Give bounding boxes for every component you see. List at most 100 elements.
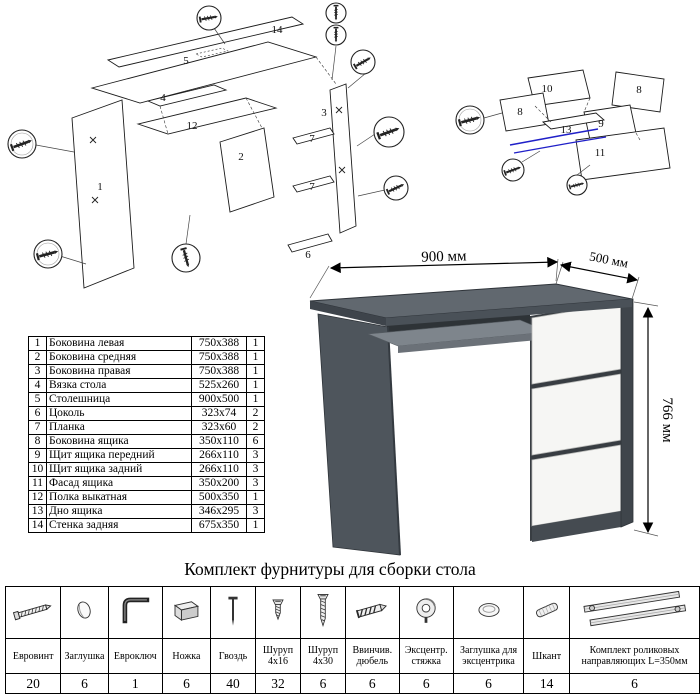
parts-cell-size: 675х350 xyxy=(191,518,247,533)
fastener-callout xyxy=(171,243,201,273)
plinth xyxy=(532,511,621,542)
panel-middle-side xyxy=(219,127,275,213)
panel-plank-2 xyxy=(292,175,335,193)
icon-cam-cap xyxy=(452,586,525,639)
part-label-8b: 8 xyxy=(517,106,523,118)
icon-hexkey xyxy=(107,586,163,639)
hardware-item-label: Ножка xyxy=(161,638,212,674)
parts-cell-size: 346х295 xyxy=(191,504,247,519)
panel-plinth xyxy=(287,233,333,253)
parts-cell-num: 13 xyxy=(28,504,47,519)
icon-leg xyxy=(161,586,212,639)
parts-cell-name: Боковина левая xyxy=(46,336,192,351)
icon-screw-long xyxy=(300,586,346,639)
desktop-front-edge xyxy=(386,299,632,326)
hardware-item-label: Гвоздь xyxy=(210,638,256,674)
parts-cell-num: 11 xyxy=(28,476,47,491)
leader-lines xyxy=(35,27,386,265)
part-label-1: 1 xyxy=(97,181,103,193)
fastener-callout xyxy=(373,116,405,148)
icon-nail xyxy=(210,586,256,639)
drawer-bottom xyxy=(541,112,606,130)
hardware-item-label: Шуруп 4х30 xyxy=(300,638,346,674)
parts-cell-name: Фасад ящика xyxy=(46,476,192,491)
hardware-item-qty: 1 xyxy=(107,673,163,694)
fastener-callout xyxy=(566,174,588,196)
icon-cap xyxy=(60,586,109,639)
fastener-callout xyxy=(7,129,37,159)
icon-cam xyxy=(398,586,454,639)
right-side-panel xyxy=(620,298,634,528)
parts-cell-num: 9 xyxy=(28,448,47,463)
fastener-callout xyxy=(455,105,485,135)
hardware-item-qty: 6 xyxy=(161,673,212,694)
parts-cell-size: 350х110 xyxy=(191,434,247,449)
hardware-icon-row xyxy=(4,586,700,639)
icon-shkant xyxy=(523,586,571,639)
part-label-6: 6 xyxy=(305,249,311,261)
runner-position-line xyxy=(513,136,607,154)
drawer-side-left xyxy=(499,92,550,132)
width-dimension-label: 900 мм xyxy=(421,250,467,266)
parts-cell-qty: 2 xyxy=(246,406,265,421)
desktop-left-edge xyxy=(310,301,386,326)
panel-back-wall xyxy=(106,16,305,68)
parts-cell-qty: 1 xyxy=(246,490,265,505)
parts-cell-name: Боковина правая xyxy=(46,364,192,379)
hardware-item-qty: 6 xyxy=(398,673,454,694)
parts-cell-num: 1 xyxy=(28,336,47,351)
parts-cell-qty: 3 xyxy=(246,504,265,519)
drawer-facade xyxy=(575,127,671,181)
hardware-item-label: Шкант xyxy=(523,638,571,674)
parts-cell-qty: 3 xyxy=(246,476,265,491)
height-dimension-label: 766 мм xyxy=(659,397,675,443)
part-label-4: 4 xyxy=(160,92,166,104)
exploded-view-desk: 14 5 4 12 2 1 3 7 7 6 xyxy=(7,2,409,289)
runner-position-line xyxy=(509,128,599,146)
parts-cell-size: 900х500 xyxy=(191,392,247,407)
icon-euroscrew xyxy=(4,586,62,639)
parts-cell-qty: 1 xyxy=(246,350,265,365)
hardware-item-label: Евроключ xyxy=(107,638,163,674)
hardware-item-qty: 6 xyxy=(452,673,525,694)
part-label-14: 14 xyxy=(272,24,284,36)
exploded-view-drawers: 10 8 8 9 13 11 xyxy=(455,69,671,196)
parts-cell-qty: 2 xyxy=(246,420,265,435)
parts-cell-num: 6 xyxy=(28,406,47,421)
width-dimension-line xyxy=(329,256,559,274)
keyboard-tray-edge xyxy=(398,332,549,353)
part-label-13: 13 xyxy=(561,124,573,136)
depth-dimension-label: 500 мм xyxy=(588,250,629,271)
fastener-callout xyxy=(501,158,525,182)
part-label-11: 11 xyxy=(595,147,606,159)
parts-cell-name: Планка xyxy=(46,420,192,435)
parts-cell-name: Щит ящика задний xyxy=(46,462,192,477)
fastener-callout xyxy=(33,239,63,269)
part-label-7b: 7 xyxy=(309,181,315,193)
hardware-item-qty: 6 xyxy=(569,673,700,694)
parts-cell-name: Дно ящика xyxy=(46,504,192,519)
fastener-callout xyxy=(383,175,409,201)
hardware-item-label: Шуруп 4х16 xyxy=(255,638,301,674)
part-label-2: 2 xyxy=(238,151,244,163)
part-label-10: 10 xyxy=(542,83,554,95)
panel-tray xyxy=(136,97,278,135)
parts-cell-size: 750х388 xyxy=(191,350,247,365)
part-label-5: 5 xyxy=(183,55,189,67)
parts-cell-size: 323х60 xyxy=(191,420,247,435)
parts-cell-name: Стенка задняя xyxy=(46,518,192,533)
